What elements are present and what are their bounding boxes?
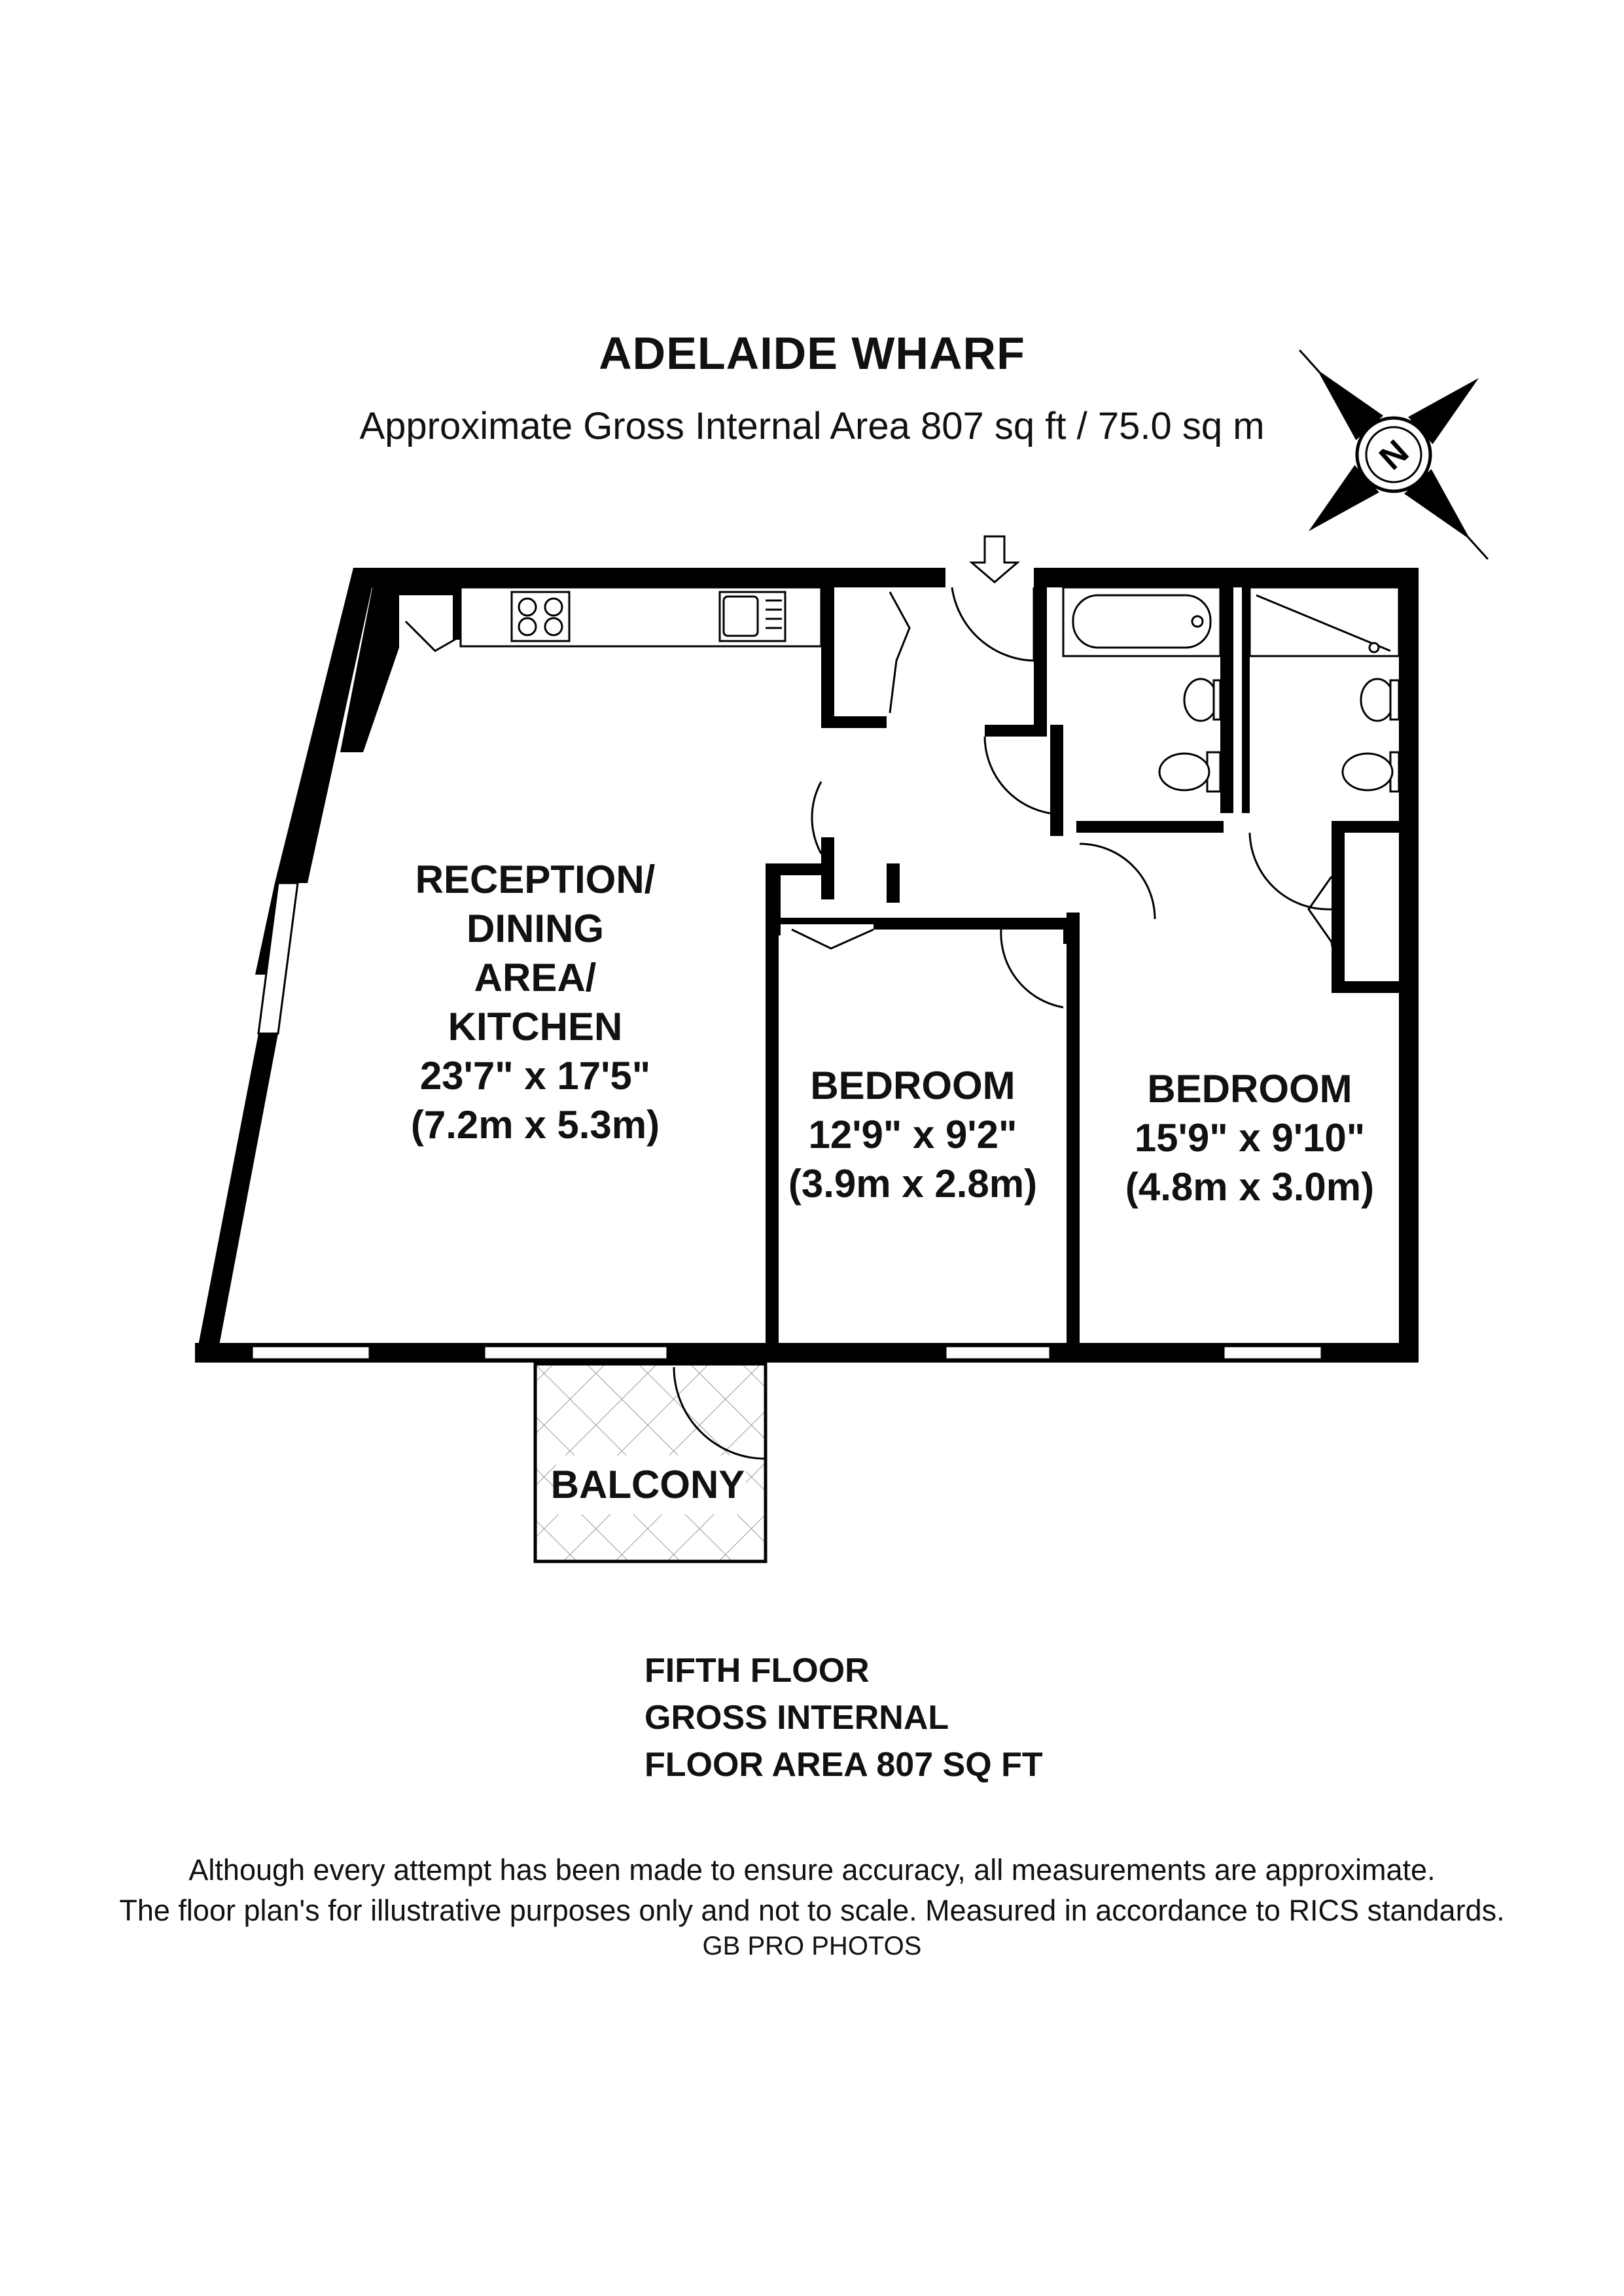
- disclaimer: Although every attempt has been made to …: [0, 1850, 1624, 1931]
- reception-name-4: KITCHEN: [448, 1005, 623, 1049]
- hob-icon: [510, 591, 571, 642]
- reception-name-3: AREA/: [474, 956, 597, 1000]
- disclaimer-line-2: The floor plan's for illustrative purpos…: [119, 1894, 1505, 1927]
- reception-name-1: RECEPTION/: [415, 858, 656, 901]
- room-reception-label: RECEPTION/ DINING AREA/ KITCHEN 23'7" x …: [411, 858, 660, 1147]
- compass-icon: N: [1299, 349, 1489, 560]
- disclaimer-line-1: Although every attempt has been made to …: [188, 1853, 1436, 1887]
- plan-subtitle: Approximate Gross Internal Area 807 sq f…: [359, 405, 1265, 447]
- floor-info-line-2: GROSS INTERNAL: [644, 1699, 949, 1737]
- interior-walls: [399, 587, 1400, 1351]
- plan-title: ADELAIDE WHARF: [599, 328, 1025, 379]
- exterior-walls: [195, 568, 1419, 1363]
- bedroom1-name: BEDROOM: [810, 1064, 1015, 1107]
- bedroom1-metric: (3.9m x 2.8m): [788, 1162, 1037, 1206]
- kitchen-units: [459, 586, 822, 648]
- floor-info-line-1: FIFTH FLOOR: [644, 1652, 870, 1690]
- entrance-arrow-icon: [968, 535, 1021, 583]
- reception-imperial: 23'7" x 17'5": [420, 1054, 650, 1098]
- doors: [404, 587, 1339, 1009]
- bedroom2-imperial: 15'9" x 9'10": [1135, 1116, 1365, 1160]
- floor-info-line-3: FLOOR AREA 807 SQ FT: [644, 1746, 1043, 1784]
- photographer-credit: GB PRO PHOTOS: [702, 1932, 922, 1960]
- reception-name-2: DINING: [467, 907, 604, 950]
- bedroom1-imperial: 12'9" x 9'2": [809, 1113, 1017, 1157]
- room-bedroom2-label: BEDROOM 15'9" x 9'10" (4.8m x 3.0m): [1125, 1067, 1374, 1209]
- room-bedroom1-label: BEDROOM 12'9" x 9'2" (3.9m x 2.8m): [788, 1064, 1037, 1206]
- basin-icon-2: [1360, 678, 1395, 722]
- basin-icon: [1183, 678, 1218, 722]
- reception-metric: (7.2m x 5.3m): [411, 1103, 660, 1147]
- bedroom2-metric: (4.8m x 3.0m): [1125, 1165, 1374, 1209]
- bathroom-fixtures: [1062, 586, 1400, 793]
- floor-info: FIFTH FLOOR GROSS INTERNAL FLOOR AREA 80…: [644, 1647, 1043, 1788]
- balcony-label: BALCONY: [551, 1463, 745, 1506]
- windows: [251, 882, 1323, 1361]
- balcony: [533, 1362, 768, 1563]
- bedroom2-name: BEDROOM: [1147, 1067, 1352, 1111]
